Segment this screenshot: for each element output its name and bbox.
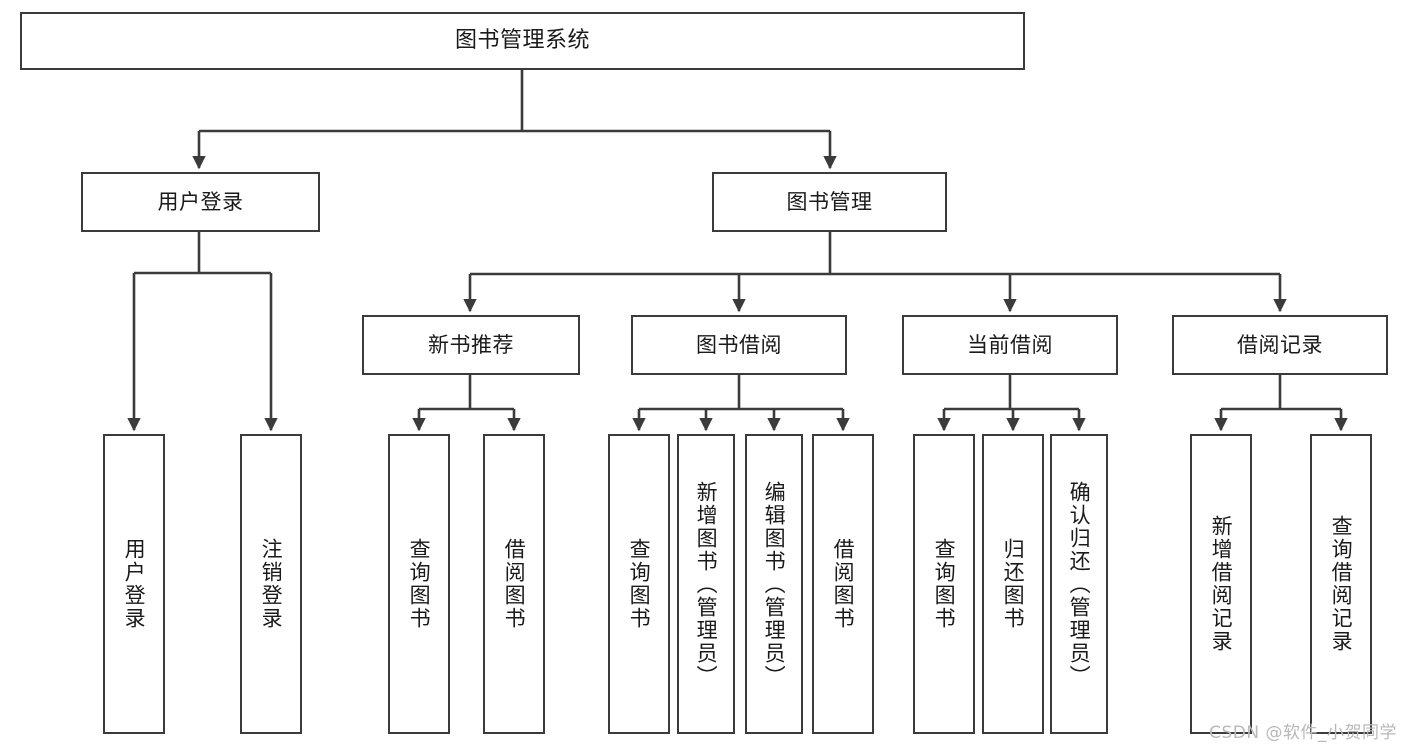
node-leaf-query-book-borrow[interactable]: 查询图书 xyxy=(608,434,670,734)
node-borrow-record[interactable]: 借阅记录 xyxy=(1172,315,1388,375)
node-leaf-borrow-book[interactable]: 借阅图书 xyxy=(812,434,874,734)
node-label: 归还图书 xyxy=(1001,538,1026,630)
node-current-borrow[interactable]: 当前借阅 xyxy=(902,315,1118,375)
node-label: 编辑图书（管理员） xyxy=(762,480,787,688)
node-label: 借阅记录 xyxy=(1237,332,1323,357)
node-root-book-management-system[interactable]: 图书管理系统 xyxy=(20,12,1025,70)
node-leaf-borrow-book-recommend[interactable]: 借阅图书 xyxy=(483,434,545,734)
node-label: 注销登录 xyxy=(259,538,284,630)
node-label: 借阅图书 xyxy=(831,538,856,630)
node-label: 用户登录 xyxy=(157,189,244,214)
node-label: 新增借阅记录 xyxy=(1209,515,1234,653)
node-label: 图书借阅 xyxy=(696,332,782,357)
node-label: 查询图书 xyxy=(407,538,432,630)
node-label: 当前借阅 xyxy=(967,332,1053,357)
node-label: 借阅图书 xyxy=(502,538,527,630)
node-leaf-query-borrow-record[interactable]: 查询借阅记录 xyxy=(1310,434,1372,734)
node-leaf-user-login[interactable]: 用户登录 xyxy=(103,434,165,734)
node-label: 确认归还（管理员） xyxy=(1067,480,1092,688)
node-leaf-user-logout[interactable]: 注销登录 xyxy=(240,434,302,734)
node-label: 新增图书（管理员） xyxy=(694,480,719,688)
node-leaf-confirm-return-admin[interactable]: 确认归还（管理员） xyxy=(1050,434,1108,734)
node-label: 查询图书 xyxy=(627,538,652,630)
node-leaf-query-book-recommend[interactable]: 查询图书 xyxy=(388,434,450,734)
node-user-login[interactable]: 用户登录 xyxy=(81,172,320,232)
node-label: 查询借阅记录 xyxy=(1329,515,1354,653)
node-leaf-add-book-admin[interactable]: 新增图书（管理员） xyxy=(677,434,735,734)
node-label: 图书管理 xyxy=(786,189,873,214)
node-leaf-query-book-current[interactable]: 查询图书 xyxy=(913,434,975,734)
node-leaf-edit-book-admin[interactable]: 编辑图书（管理员） xyxy=(745,434,803,734)
node-book-management[interactable]: 图书管理 xyxy=(712,172,947,232)
node-label: 图书管理系统 xyxy=(454,28,590,54)
node-new-book-recommend[interactable]: 新书推荐 xyxy=(362,315,580,375)
node-label: 用户登录 xyxy=(122,538,147,630)
node-leaf-return-book[interactable]: 归还图书 xyxy=(982,434,1044,734)
node-label: 新书推荐 xyxy=(428,332,514,357)
node-book-borrow[interactable]: 图书借阅 xyxy=(631,315,847,375)
node-leaf-add-borrow-record[interactable]: 新增借阅记录 xyxy=(1190,434,1252,734)
watermark: CSDN @软件_小贺同学 xyxy=(1209,723,1397,743)
node-label: 查询图书 xyxy=(932,538,957,630)
